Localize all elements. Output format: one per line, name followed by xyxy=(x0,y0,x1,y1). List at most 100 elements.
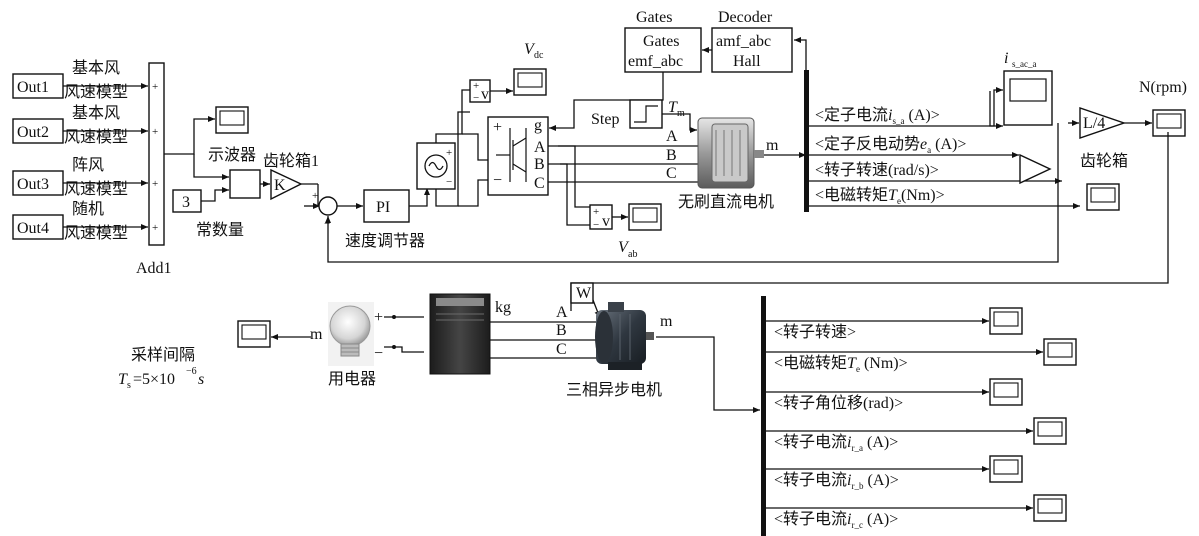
async-signal-label: <转子电流ir_a (A)> xyxy=(774,433,898,453)
load-lamp-image[interactable] xyxy=(328,302,374,366)
gearbox-out-label: N(rpm) xyxy=(1139,79,1187,96)
inverter-plus: + xyxy=(493,119,502,136)
async-scope-icon[interactable] xyxy=(1033,417,1067,445)
wind-port-label: Out3 xyxy=(17,176,49,193)
vab-sign-minus: − xyxy=(593,219,599,231)
wind-model-line2: 风速模型 xyxy=(64,224,128,242)
vdc-sign-minus: − xyxy=(473,92,479,104)
bldc-bus-selector[interactable] xyxy=(804,70,809,212)
vab-label-sub: ab xyxy=(628,249,637,260)
step-icon xyxy=(634,105,658,123)
vdc-scope-icon[interactable] xyxy=(513,68,547,96)
isabc-label-sub: s_ac_a xyxy=(1012,59,1037,69)
emf-gain-block[interactable] xyxy=(1019,153,1052,185)
gates-title: Gates xyxy=(636,9,672,26)
add1-sign: + xyxy=(152,126,158,138)
step-tm-main: T xyxy=(668,99,678,116)
inverter-port-a: A xyxy=(534,139,546,156)
load-plus: + xyxy=(374,309,383,326)
async-bus-selector[interactable] xyxy=(761,296,766,536)
load-label: 用电器 xyxy=(328,370,376,388)
scope-label: 示波器 xyxy=(208,146,256,164)
isabc-scope-icon xyxy=(1009,78,1047,102)
converter-image[interactable] xyxy=(429,293,491,375)
gates-line1: Gates xyxy=(643,33,679,50)
inverter-bridge[interactable] xyxy=(487,116,549,196)
load-scope-icon[interactable] xyxy=(237,320,271,348)
step-label: Step xyxy=(591,111,619,128)
async-motor-image[interactable] xyxy=(595,302,654,370)
vdc-sign-plus: + xyxy=(473,80,479,92)
async-scope-icon[interactable] xyxy=(989,307,1023,335)
wind-model-line2: 风速模型 xyxy=(64,180,128,198)
add1-sign: + xyxy=(152,178,158,190)
wind-model-line1: 基本风 xyxy=(72,59,120,77)
conv-phase-b: B xyxy=(556,322,567,339)
gearbox-gain-block[interactable] xyxy=(1079,107,1127,139)
pi-controller[interactable] xyxy=(363,189,410,223)
sample-ts-rest: =5×10 xyxy=(133,371,175,388)
wind-model-line2: 风速模型 xyxy=(64,83,128,101)
sample-ts-main: T xyxy=(118,371,128,388)
source-sign-plus: + xyxy=(446,147,452,159)
inverter-port-g: g xyxy=(534,117,542,134)
async-signal-label: <转子角位移(rad)> xyxy=(774,394,903,412)
async-signal-label: <转子电流ir_b (A)> xyxy=(774,471,899,491)
bldc-signal-label: <定子反电动势ea (A)> xyxy=(815,135,966,155)
pi-label: 速度调节器 xyxy=(345,232,425,250)
async-signal-label: <转子电流ir_c (A)> xyxy=(774,510,898,530)
phase-c-label: C xyxy=(666,165,677,182)
vab-meter-text: v xyxy=(602,213,610,230)
sample-ts-exp: −6 xyxy=(186,366,197,377)
gates-block[interactable] xyxy=(624,27,702,73)
wind-source-port[interactable] xyxy=(12,73,64,99)
gear1-gain-block[interactable] xyxy=(270,168,303,201)
phase-b-label: B xyxy=(666,147,677,164)
wind-source-port[interactable] xyxy=(12,118,64,144)
add1-label: Add1 xyxy=(136,260,172,277)
step-block[interactable] xyxy=(629,99,663,129)
vab-label-main: V xyxy=(618,239,630,256)
conv-phase-a: A xyxy=(556,304,568,321)
inverter-port-b: B xyxy=(534,156,545,173)
add1-sign: + xyxy=(152,222,158,234)
async-scope-icon[interactable] xyxy=(989,455,1023,483)
sum-sign-minus: − xyxy=(324,218,330,230)
bldc-motor-image[interactable] xyxy=(697,117,764,189)
async-signal-label: <转子转速> xyxy=(774,323,856,341)
async-scope-icon[interactable] xyxy=(989,378,1023,406)
decoder-line2: Hall xyxy=(733,53,761,70)
isabc-label-main: i xyxy=(1004,50,1008,67)
inverter-port-c: C xyxy=(534,175,545,192)
wind-port-label: Out2 xyxy=(17,124,49,141)
async-label: 三相异步电机 xyxy=(566,381,662,399)
inverter-minus: − xyxy=(493,172,502,189)
w-port xyxy=(570,282,594,304)
async-port-m: m xyxy=(660,313,673,330)
igbt-icon xyxy=(496,128,527,182)
gearbox-label: 齿轮箱 xyxy=(1080,152,1128,170)
w-label: W xyxy=(576,285,592,302)
conv-phase-c: C xyxy=(556,341,567,358)
gearbox-gain-text: L/4 xyxy=(1083,115,1105,132)
product-block[interactable] xyxy=(229,169,261,199)
sample-line1: 采样间隔 xyxy=(131,346,195,364)
wind-model-line1: 随机 xyxy=(72,200,104,218)
async-scope-icon[interactable] xyxy=(1033,494,1067,522)
vab-sign-plus: + xyxy=(593,206,599,218)
gear1-label: 齿轮箱1 xyxy=(263,152,319,170)
gear1-gain-text: K xyxy=(274,177,286,194)
async-scope-icon[interactable] xyxy=(1043,338,1077,366)
vab-scope-icon[interactable] xyxy=(628,203,662,231)
wind-speed-models: Out1基本风风速模型Out2基本风风速模型Out3阵风风速模型Out4随机风速… xyxy=(12,59,148,242)
add1-sign: + xyxy=(152,81,158,93)
gates-line2: emf_abc xyxy=(628,53,683,70)
vdc-label-main: V xyxy=(524,41,536,58)
rpm-scope-icon[interactable] xyxy=(1152,109,1186,137)
scope-icon[interactable] xyxy=(215,106,249,134)
torque-scope-icon[interactable] xyxy=(1086,183,1120,211)
wind-model-line1: 基本风 xyxy=(72,104,120,122)
wind-port-label: Out1 xyxy=(17,79,49,96)
sum-block[interactable] xyxy=(318,196,338,216)
